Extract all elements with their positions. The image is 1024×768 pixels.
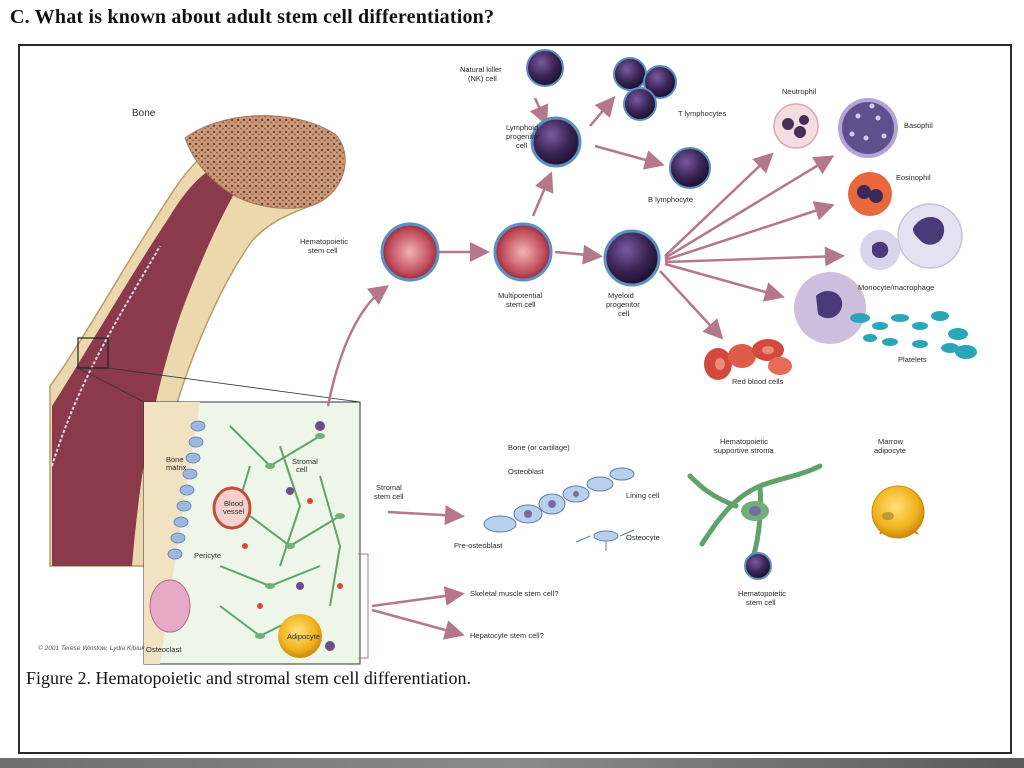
svg-text:stem cell: stem cell xyxy=(746,598,776,607)
svg-text:Osteoblast: Osteoblast xyxy=(508,467,545,476)
svg-text:cell: cell xyxy=(296,465,308,474)
bottom-bar xyxy=(0,758,1024,768)
marrow-inset xyxy=(143,401,361,665)
bone-illustration xyxy=(49,115,361,567)
lymphoid-progenitor-cell xyxy=(530,116,582,168)
svg-text:Stromal: Stromal xyxy=(292,457,318,466)
svg-text:Skeletal muscle stem cell?: Skeletal muscle stem cell? xyxy=(470,589,558,598)
svg-text:Bone (or cartilage): Bone (or cartilage) xyxy=(508,443,570,452)
zoom-box xyxy=(77,337,109,369)
svg-text:Red blood cells: Red blood cells xyxy=(732,377,784,386)
svg-text:Neutrophil: Neutrophil xyxy=(782,87,817,96)
platelets xyxy=(850,311,977,359)
osteoblast-lineage xyxy=(483,467,635,551)
svg-text:Hepatocyte stem cell?: Hepatocyte stem cell? xyxy=(470,631,544,640)
marrow-adipocyte xyxy=(871,485,925,539)
svg-text:Osteoclast: Osteoclast xyxy=(146,645,182,654)
svg-text:progenitor: progenitor xyxy=(506,132,540,141)
figure-caption: Figure 2. Hematopoietic and stromal stem… xyxy=(26,668,472,688)
svg-text:Lining cell: Lining cell xyxy=(626,491,660,500)
label-bone: Bone xyxy=(132,108,156,119)
svg-text:Adipocyte: Adipocyte xyxy=(287,632,320,641)
svg-text:Pre-osteoblast: Pre-osteoblast xyxy=(454,541,503,550)
eosinophil xyxy=(848,172,892,216)
svg-text:stem cell: stem cell xyxy=(374,492,404,501)
red-blood-cells xyxy=(704,339,792,380)
slide-title: C. What is known about adult stem cell d… xyxy=(10,6,495,28)
blood-vessel xyxy=(212,486,252,530)
svg-text:Platelets: Platelets xyxy=(898,355,927,364)
adipocyte-inset xyxy=(278,614,322,658)
svg-text:T lymphocytes: T lymphocytes xyxy=(678,109,726,118)
svg-text:B lymphocyte: B lymphocyte xyxy=(648,195,693,204)
monocyte-macrophage xyxy=(860,203,963,270)
supportive-stroma xyxy=(687,463,823,569)
svg-text:Multipotential: Multipotential xyxy=(498,291,543,300)
macrophage xyxy=(794,272,866,344)
hematopoietic-stem-cell xyxy=(380,222,440,282)
svg-text:vessel: vessel xyxy=(223,507,245,516)
svg-text:Hematopoietic: Hematopoietic xyxy=(738,589,786,598)
myeloid-progenitor-cell xyxy=(603,229,661,287)
svg-text:stem cell: stem cell xyxy=(308,246,338,255)
basophil xyxy=(838,98,898,158)
stem-cell-diagram: Bone xyxy=(49,49,977,665)
svg-text:Eosinophil: Eosinophil xyxy=(896,173,931,182)
lineage-arrows xyxy=(326,96,845,640)
svg-text:Basophil: Basophil xyxy=(904,121,933,130)
svg-text:Stromal: Stromal xyxy=(376,483,402,492)
svg-text:Hematopoietic: Hematopoietic xyxy=(300,237,348,246)
svg-text:Blood: Blood xyxy=(224,499,243,508)
neutrophil xyxy=(773,103,819,149)
t-lymphocytes xyxy=(613,57,677,121)
nk-cell xyxy=(526,49,564,87)
svg-text:(NK) cell: (NK) cell xyxy=(468,74,497,83)
b-lymphocyte xyxy=(669,147,711,189)
svg-text:supportive stroma: supportive stroma xyxy=(714,446,774,455)
svg-text:Marrow: Marrow xyxy=(878,437,904,446)
svg-text:Myeloid: Myeloid xyxy=(608,291,634,300)
svg-text:cell: cell xyxy=(618,309,630,318)
svg-text:Hematopoietic: Hematopoietic xyxy=(720,437,768,446)
svg-text:stem cell: stem cell xyxy=(506,300,536,309)
figure-frame: Bone xyxy=(18,44,1012,754)
svg-text:adipocyte: adipocyte xyxy=(874,446,906,455)
multipotential-stem-cell xyxy=(493,222,553,282)
svg-text:Natural killer: Natural killer xyxy=(460,65,502,74)
svg-text:Osteocyte: Osteocyte xyxy=(626,533,660,542)
svg-text:progenitor: progenitor xyxy=(606,300,640,309)
svg-text:Lymphoid: Lymphoid xyxy=(506,123,538,132)
copyright-credit: © 2001 Terese Winslow, Lydia Kibiuk xyxy=(38,645,145,652)
svg-text:Pericyte: Pericyte xyxy=(194,551,221,560)
hematopoietic-stem-cell-stroma xyxy=(744,552,772,580)
svg-text:matrix: matrix xyxy=(166,463,187,472)
svg-text:Bone: Bone xyxy=(166,455,184,464)
svg-text:cell: cell xyxy=(516,141,528,150)
svg-text:Monocyte/macrophage: Monocyte/macrophage xyxy=(858,283,934,292)
